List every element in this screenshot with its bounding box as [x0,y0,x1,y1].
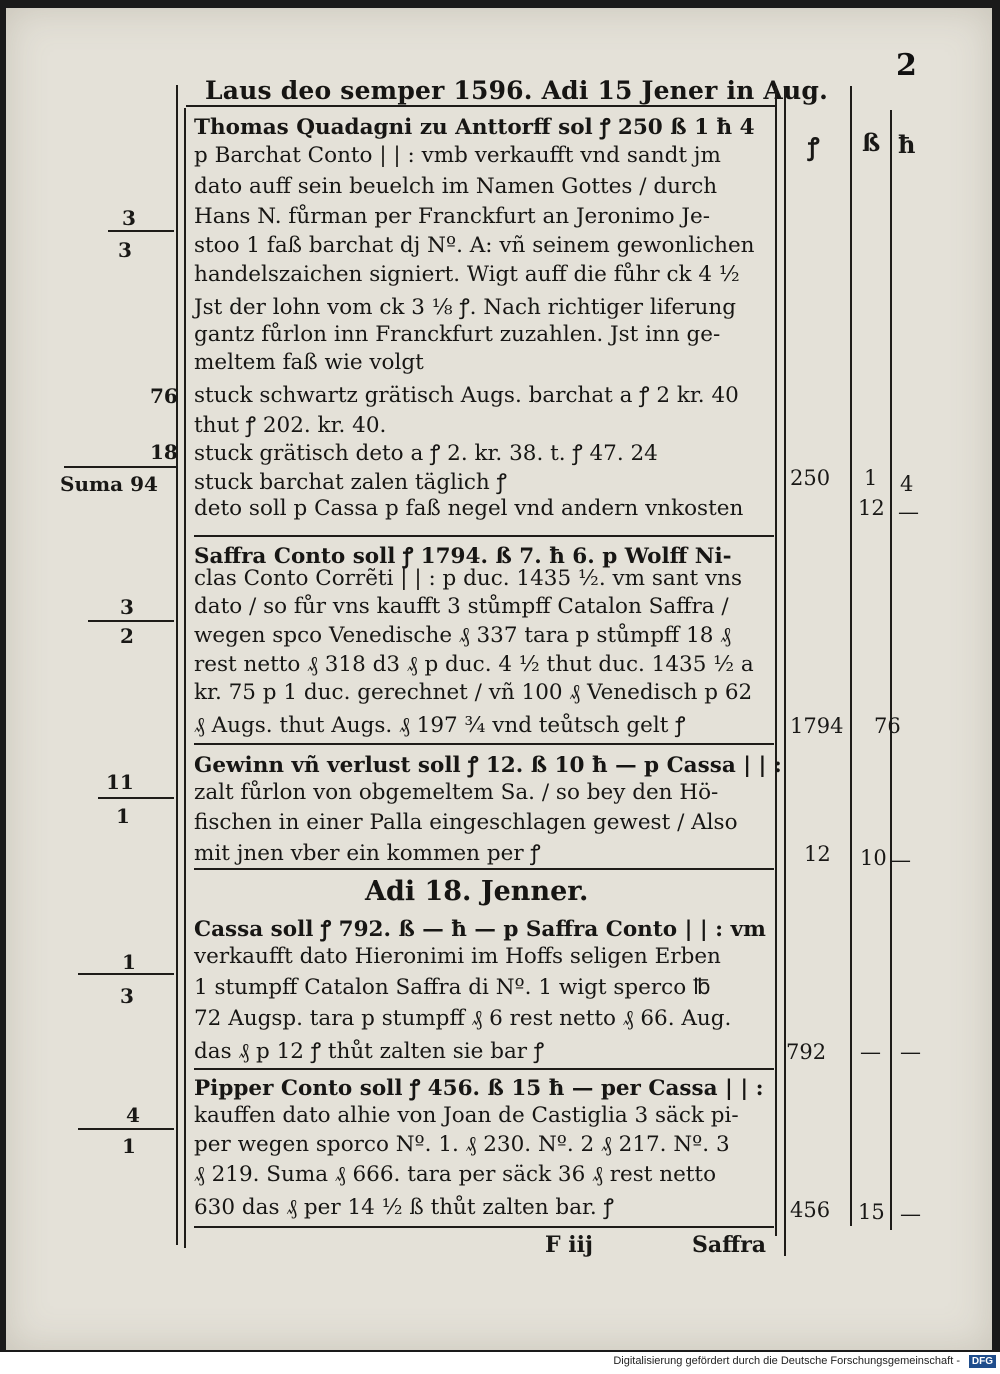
dfg-logo: DFG [968,1355,996,1368]
margin-sum: Suma 94 [60,472,158,496]
entry-3-line: fischen in einer Palla eingeschlagen gew… [194,810,738,835]
margin-number: 1 [122,950,136,974]
amount-schilling: 12 [858,496,885,520]
text-right-rule [775,86,777,1236]
amount-gulden: 250 [790,466,831,490]
amount-heller: 4 [900,472,914,496]
amount-schilling: — [860,1040,881,1064]
margin-number: 76 [150,384,178,408]
folio-number: 2 [896,48,917,83]
entry-rule-4 [194,1068,774,1070]
entry-1-line: p Barchat Conto | | : vmb verkaufft vnd … [194,143,721,168]
margin-stroke [98,797,174,799]
margin-number: 1 [122,1134,136,1158]
entry-1-line: Thomas Quadagni zu Anttorff sol ꝭ 250 ß … [194,115,755,140]
text-left-rule [184,108,186,1248]
entry-1-line: Jst der lohn vom ck 3 ⅛ ꝭ. Nach richtige… [194,295,737,320]
entry-5-line: ₰ 219. Suma ₰ 666. tara per säck 36 ₰ re… [194,1162,717,1187]
entry-4-line: 1 stumpff Catalon Saffra di Nº. 1 wigt s… [194,975,711,1000]
amount-rule-2 [890,110,892,1230]
entry-2-line: clas Conto Corrẽti | | : p duc. 1435 ½. … [194,566,743,591]
margin-number: 11 [106,770,134,794]
entry-1-line: meltem faß wie volgt [194,350,424,375]
footer-credit: Digitalisierung gefördert durch die Deut… [613,1355,960,1367]
margin-number: 3 [122,206,136,230]
entry-2-line: wegen spco Venedische ₰ 337 tara p stůmp… [194,623,732,648]
margin-number: 2 [120,624,134,648]
margin-stroke [108,230,174,232]
margin-stroke [64,466,176,468]
footer-bar: Digitalisierung gefördert durch die Deut… [0,1352,1000,1374]
signature-mark: F iij [545,1232,593,1258]
entry-2-line: kr. 75 p 1 duc. gerechnet / vñ 100 ₰ Ven… [194,680,753,705]
entry-1-line: thut ꝭ 202. kr. 40. [194,413,387,438]
entry-2-line: dato / so fůr vns kaufft 3 stůmpff Catal… [194,594,729,619]
margin-number: 1 [116,804,130,828]
entry-3-line: Gewinn vñ verlust soll ꝭ 12. ß 10 ħ — p … [194,753,782,778]
amount-schilling: 15 [858,1200,885,1224]
entry-1-line: dato auff sein beuelch im Namen Gottes /… [194,174,718,199]
amount-heller: — [898,500,919,524]
entry-4-line: das ₰ p 12 ꝭ thůt zalten sie bar ꝭ [194,1039,545,1064]
entry-5-line: per wegen sporco Nº. 1. ₰ 230. Nº. 2 ₰ 2… [194,1132,730,1157]
entry-5-line: Pipper Conto soll ꝭ 456. ß 15 ħ — per Ca… [194,1076,764,1101]
entry-1-line: Hans N. fůrman per Franckfurt an Jeronim… [194,204,710,229]
date-heading: Adi 18. Jenner. [365,876,589,907]
entry-3-line: zalt fůrlon von obgemeltem Sa. / so bey … [194,780,719,805]
header-rule [186,105,776,107]
margin-stroke [88,620,174,622]
entry-1-line: handelszaichen signiert. Wigt auff die f… [194,262,740,287]
margin-number: 3 [120,595,134,619]
entry-4-line: verkaufft dato Hieronimi im Hoffs selige… [194,944,721,969]
amount-gulden: 792 [786,1040,827,1064]
entry-5-line: 630 das ₰ per 14 ½ ß thůt zalten bar. ꝭ [194,1195,614,1220]
amount-heller: — [900,1040,921,1064]
entry-2-line: rest netto ₰ 318 d3 ₰ p duc. 4 ½ thut du… [194,652,754,677]
entry-1-line: stuck grätisch deto a ꝭ 2. kr. 38. t. ꝭ … [194,441,658,466]
entry-rule-2 [194,743,774,745]
entry-rule-3 [194,868,774,870]
entry-1-line: stoo 1 faß barchat dj Nº. A: vñ seinem g… [194,233,755,258]
left-rule [176,85,178,1245]
margin-number: 3 [120,984,134,1008]
amount-heller: — [890,848,911,872]
page-header: Laus deo semper 1596. Adi 15 Jener in Au… [205,76,828,105]
margin-stroke [78,973,174,975]
entry-1-line: gantz fůrlon inn Franckfurt zuzahlen. Js… [194,322,721,347]
entry-4-line: 72 Augsp. tara p stumpff ₰ 6 rest netto … [194,1006,732,1031]
margin-number: 4 [126,1103,140,1127]
entry-rule-1 [194,535,774,537]
entry-1-line: stuck barchat zalen täglich ꝭ [194,470,507,495]
entry-rule-5 [194,1226,774,1228]
entry-2-line: ₰ Augs. thut Augs. ₰ 197 ¾ vnd teůtsch g… [194,713,686,738]
entry-1-line: stuck schwartz grätisch Augs. barchat a … [194,383,739,408]
amount-schilling: 1 [864,466,878,490]
amount-schilling: 76 [874,714,901,738]
column-header-gulden: ꝭ [808,132,820,161]
amount-heller: — [900,1202,921,1226]
amount-left-rule [784,86,786,1256]
column-header-schilling: ß [862,128,881,157]
amount-rule-1 [850,86,852,1226]
amount-gulden: 1794 [790,714,844,738]
entry-5-line: kauffen dato alhie von Joan de Castiglia… [194,1103,739,1128]
amount-gulden: 456 [790,1198,831,1222]
entry-2-line: Saffra Conto soll ꝭ 1794. ß 7. ħ 6. p Wo… [194,544,732,569]
margin-number: 3 [118,238,132,262]
margin-number: 18 [150,440,178,464]
amount-gulden: 12 [804,842,831,866]
entry-4-line: Cassa soll ꝭ 792. ß — ħ — p Saffra Conto… [194,917,766,942]
amount-schilling: 10 [860,846,887,870]
entry-1-line: deto soll p Cassa p faß negel vnd andern… [194,496,744,521]
column-header-heller: ħ [898,130,916,159]
catchword: Saffra [692,1232,767,1258]
margin-stroke [78,1128,174,1130]
entry-3-line: mit jnen vber ein kommen per ꝭ [194,841,541,866]
